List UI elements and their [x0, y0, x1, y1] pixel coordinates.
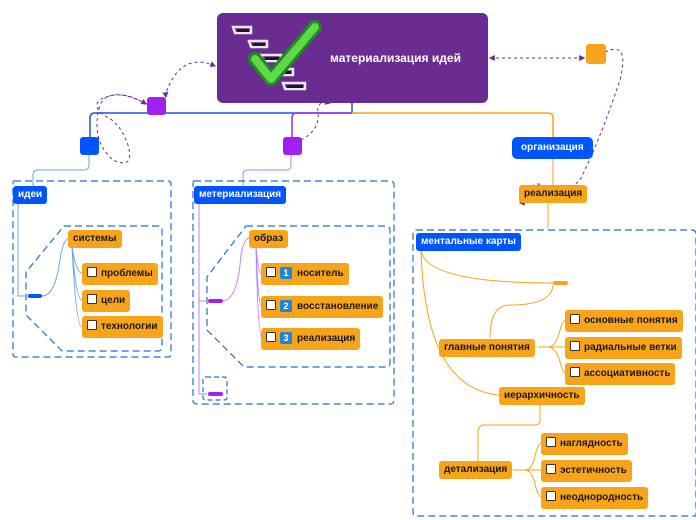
topic-heterogeneity[interactable]: неоднородность: [541, 487, 649, 509]
priority-3-icon: 3: [280, 332, 292, 344]
topic-problems[interactable]: проблемы: [82, 263, 158, 285]
topic-aesthetics[interactable]: эстетичность: [541, 460, 632, 482]
topic-label: технологии: [101, 321, 158, 332]
topic-materialization[interactable]: метериализация: [194, 186, 287, 204]
priority-2-icon: 2: [280, 300, 292, 312]
topic-label: ассоциативность: [584, 368, 671, 379]
topic-label: реализация: [297, 333, 356, 344]
topic-basic-concepts[interactable]: основные понятия: [565, 310, 683, 332]
topic-goals[interactable]: цели: [82, 290, 131, 312]
topic-visibility[interactable]: наглядность: [541, 433, 628, 455]
purple-relationship-node[interactable]: [147, 97, 166, 115]
topic-label: основные понятия: [584, 315, 678, 326]
checkbox-icon[interactable]: [87, 320, 97, 330]
purple-branch-node[interactable]: [283, 137, 302, 155]
topic-carrier[interactable]: 1 носитель: [261, 263, 349, 285]
topic-label: неоднородность: [560, 492, 644, 503]
orange-floating-node[interactable]: [586, 44, 606, 64]
topic-restoration[interactable]: 2 восстановление: [261, 296, 384, 318]
checkbox-icon[interactable]: [87, 267, 97, 277]
topic-label: восстановление: [297, 301, 379, 312]
topic-label: носитель: [297, 268, 344, 279]
topic-radial-branches[interactable]: радиальные ветки: [565, 337, 682, 359]
topic-label: эстетичность: [560, 465, 627, 476]
topic-associativity[interactable]: ассоциативность: [565, 363, 676, 385]
topic-mind-maps[interactable]: ментальные карты: [416, 233, 521, 251]
priority-1-icon: 1: [280, 267, 292, 279]
checkbox-icon[interactable]: [266, 300, 276, 310]
root-title: материализация идей: [330, 51, 461, 65]
checkbox-icon[interactable]: [87, 294, 97, 304]
blue-branch-node[interactable]: [80, 137, 99, 155]
topic-realization-item[interactable]: 3 реализация: [261, 328, 361, 350]
topic-organization[interactable]: организация: [512, 137, 593, 159]
topic-main-concepts[interactable]: главные понятия: [439, 339, 535, 357]
checkbox-icon[interactable]: [570, 314, 580, 324]
topic-label: наглядность: [560, 438, 623, 449]
topic-label: проблемы: [101, 268, 153, 279]
topic-systems[interactable]: системы: [68, 230, 122, 248]
checkbox-icon[interactable]: [546, 464, 556, 474]
topic-image[interactable]: образ: [249, 230, 289, 248]
checklist-icon: [231, 20, 322, 91]
topic-detailing[interactable]: детализация: [439, 461, 513, 479]
topic-realization[interactable]: реализация: [519, 185, 588, 203]
checkbox-icon[interactable]: [570, 341, 580, 351]
checkbox-icon[interactable]: [570, 367, 580, 377]
checkbox-icon[interactable]: [266, 267, 276, 277]
checkbox-icon[interactable]: [546, 437, 556, 447]
topic-label: цели: [101, 295, 126, 306]
topic-technologies[interactable]: технологии: [82, 316, 163, 338]
topic-label: радиальные ветки: [584, 342, 677, 353]
topic-hierarchy[interactable]: иерархичность: [499, 387, 585, 405]
checkbox-icon[interactable]: [546, 491, 556, 501]
checkbox-icon[interactable]: [266, 332, 276, 342]
topic-ideas[interactable]: идеи: [13, 186, 48, 204]
root-topic[interactable]: материализация идей: [217, 13, 488, 103]
